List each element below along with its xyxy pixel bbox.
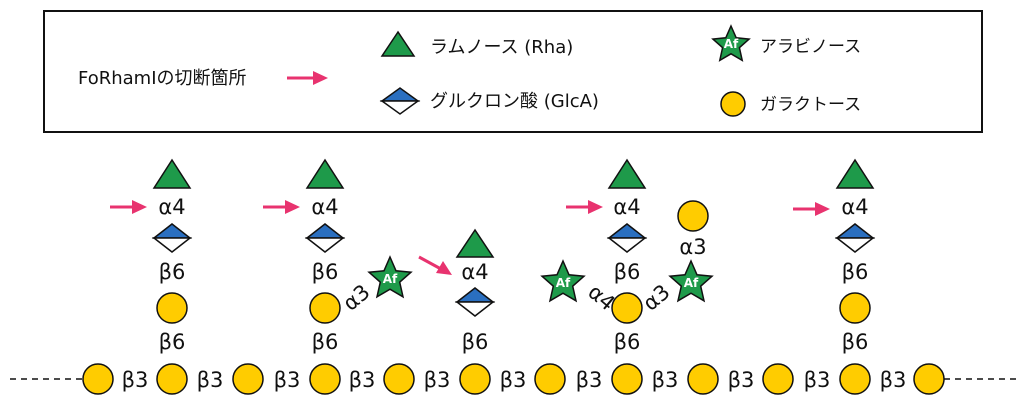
side-chain-5: α4 β6 β6: [793, 158, 876, 354]
backbone-linkage-label: β3: [804, 368, 831, 392]
backbone-linkage-label: β3: [424, 368, 451, 392]
arabinose-star-icon: Af: [540, 259, 586, 303]
linkage-label: α4: [158, 195, 185, 219]
legend-galactose-circle-icon: [720, 91, 746, 117]
backbone-galactose: [913, 363, 945, 395]
legend-glucuronic-diamond-icon: [379, 87, 421, 115]
backbone-linkage-label: β3: [500, 368, 527, 392]
legend-cleavage-label: FoRhamIの切断箇所: [78, 68, 247, 89]
galactose-circle: [839, 292, 871, 324]
arabinose-star-icon: Af: [367, 255, 413, 299]
cleavage-arrow-icon: [110, 200, 147, 214]
backbone-linkage-label: β3: [197, 368, 224, 392]
legend: FoRhamIの切断箇所 ラムノース (Rha) グルクロン酸 (GlcA) A…: [43, 10, 983, 133]
linkage-label: β6: [159, 260, 186, 284]
svg-text:Af: Af: [724, 37, 739, 51]
linkage-label: β6: [614, 330, 641, 354]
backbone-linkage-label: β3: [652, 368, 679, 392]
backbone-galactose: [839, 363, 871, 395]
cleavage-arrow-icon: [566, 200, 603, 214]
linkage-label: β6: [312, 260, 339, 284]
linkage-label: α4: [613, 195, 640, 219]
backbone-galactose: [687, 363, 719, 395]
legend-glca-label: グルクロン酸 (GlcA): [430, 91, 599, 112]
arabinose-star-icon: Af: [668, 259, 714, 303]
backbone-galactose: [762, 363, 794, 395]
linkage-label: β6: [842, 260, 869, 284]
glucuronic-diamond: [834, 223, 876, 253]
backbone-galactose: [309, 363, 341, 395]
side-chain-3: α4 β6: [418, 228, 496, 354]
legend-rhamnose-triangle-icon: [380, 30, 416, 57]
side-chain-1: α4 β6 β6: [110, 158, 193, 354]
linkage-label: β6: [842, 330, 869, 354]
glucuronic-diamond: [304, 223, 346, 253]
backbone-linkage-label: β3: [274, 368, 301, 392]
galactose-circle: [677, 200, 709, 232]
cleavage-arrow-icon: [263, 200, 300, 214]
legend-cleavage-arrow-icon: [287, 71, 328, 85]
linkage-label: α4: [841, 195, 868, 219]
rhamnose-triangle: [607, 158, 647, 189]
legend-frame: [43, 10, 983, 133]
linkage-label: α3: [638, 280, 674, 316]
galactose-circle: [309, 292, 341, 324]
backbone-galactose: [611, 363, 643, 395]
backbone-galactose: [232, 363, 264, 395]
rhamnose-triangle: [152, 158, 192, 189]
backbone-galactose: [82, 363, 114, 395]
linkage-label: α4: [311, 195, 338, 219]
svg-text:Af: Af: [383, 272, 398, 286]
backbone-linkage-label: β3: [728, 368, 755, 392]
linkage-label: β6: [312, 330, 339, 354]
backbone-linkage-label: β3: [576, 368, 603, 392]
cleavage-arrow-icon: [418, 255, 452, 275]
legend-rha-label: ラムノース (Rha): [430, 37, 573, 58]
backbone-linkage-label: β3: [122, 368, 149, 392]
rhamnose-triangle: [835, 158, 875, 189]
linkage-label: β6: [614, 260, 641, 284]
rhamnose-triangle: [455, 228, 495, 258]
side-chain-2: α4 β6 β6 α3 Af: [263, 158, 413, 354]
svg-text:Af: Af: [684, 276, 699, 290]
backbone-galactose: [459, 363, 491, 395]
linkage-label: α4: [461, 260, 488, 284]
legend-arabinose-star-icon: Af: [711, 24, 751, 62]
glucuronic-diamond: [606, 223, 648, 253]
glucuronic-diamond: [151, 223, 193, 253]
backbone-galactose: [383, 363, 415, 395]
linkage-label: β6: [462, 330, 489, 354]
backbone-galactose: [156, 363, 188, 395]
svg-text:Af: Af: [556, 276, 571, 290]
linkage-label: α3: [679, 235, 706, 259]
linkage-label: β6: [159, 330, 186, 354]
side-chain-4: α4 β6 β6 Af α4 α3 Af α3: [540, 158, 714, 354]
linkage-label: α3: [338, 280, 374, 316]
galactose-circle: [156, 292, 188, 324]
legend-arabinose-label: アラビノース: [760, 37, 861, 57]
rhamnose-triangle: [305, 158, 345, 189]
glucuronic-diamond: [454, 287, 496, 317]
backbone: β3 β3 β3 β3 β3 β3 β3 β3 β3 β3 β3: [10, 363, 1020, 395]
backbone-galactose: [534, 363, 566, 395]
backbone-linkage-label: β3: [349, 368, 376, 392]
legend-galactose-label: ガラクトース: [760, 95, 861, 115]
galactose-circle: [611, 292, 643, 324]
cleavage-arrow-icon: [793, 202, 830, 216]
backbone-linkage-label: β3: [880, 368, 907, 392]
